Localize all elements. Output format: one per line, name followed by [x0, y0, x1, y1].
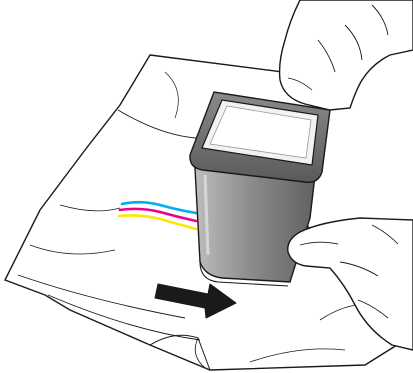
hand-icon	[280, 0, 413, 110]
